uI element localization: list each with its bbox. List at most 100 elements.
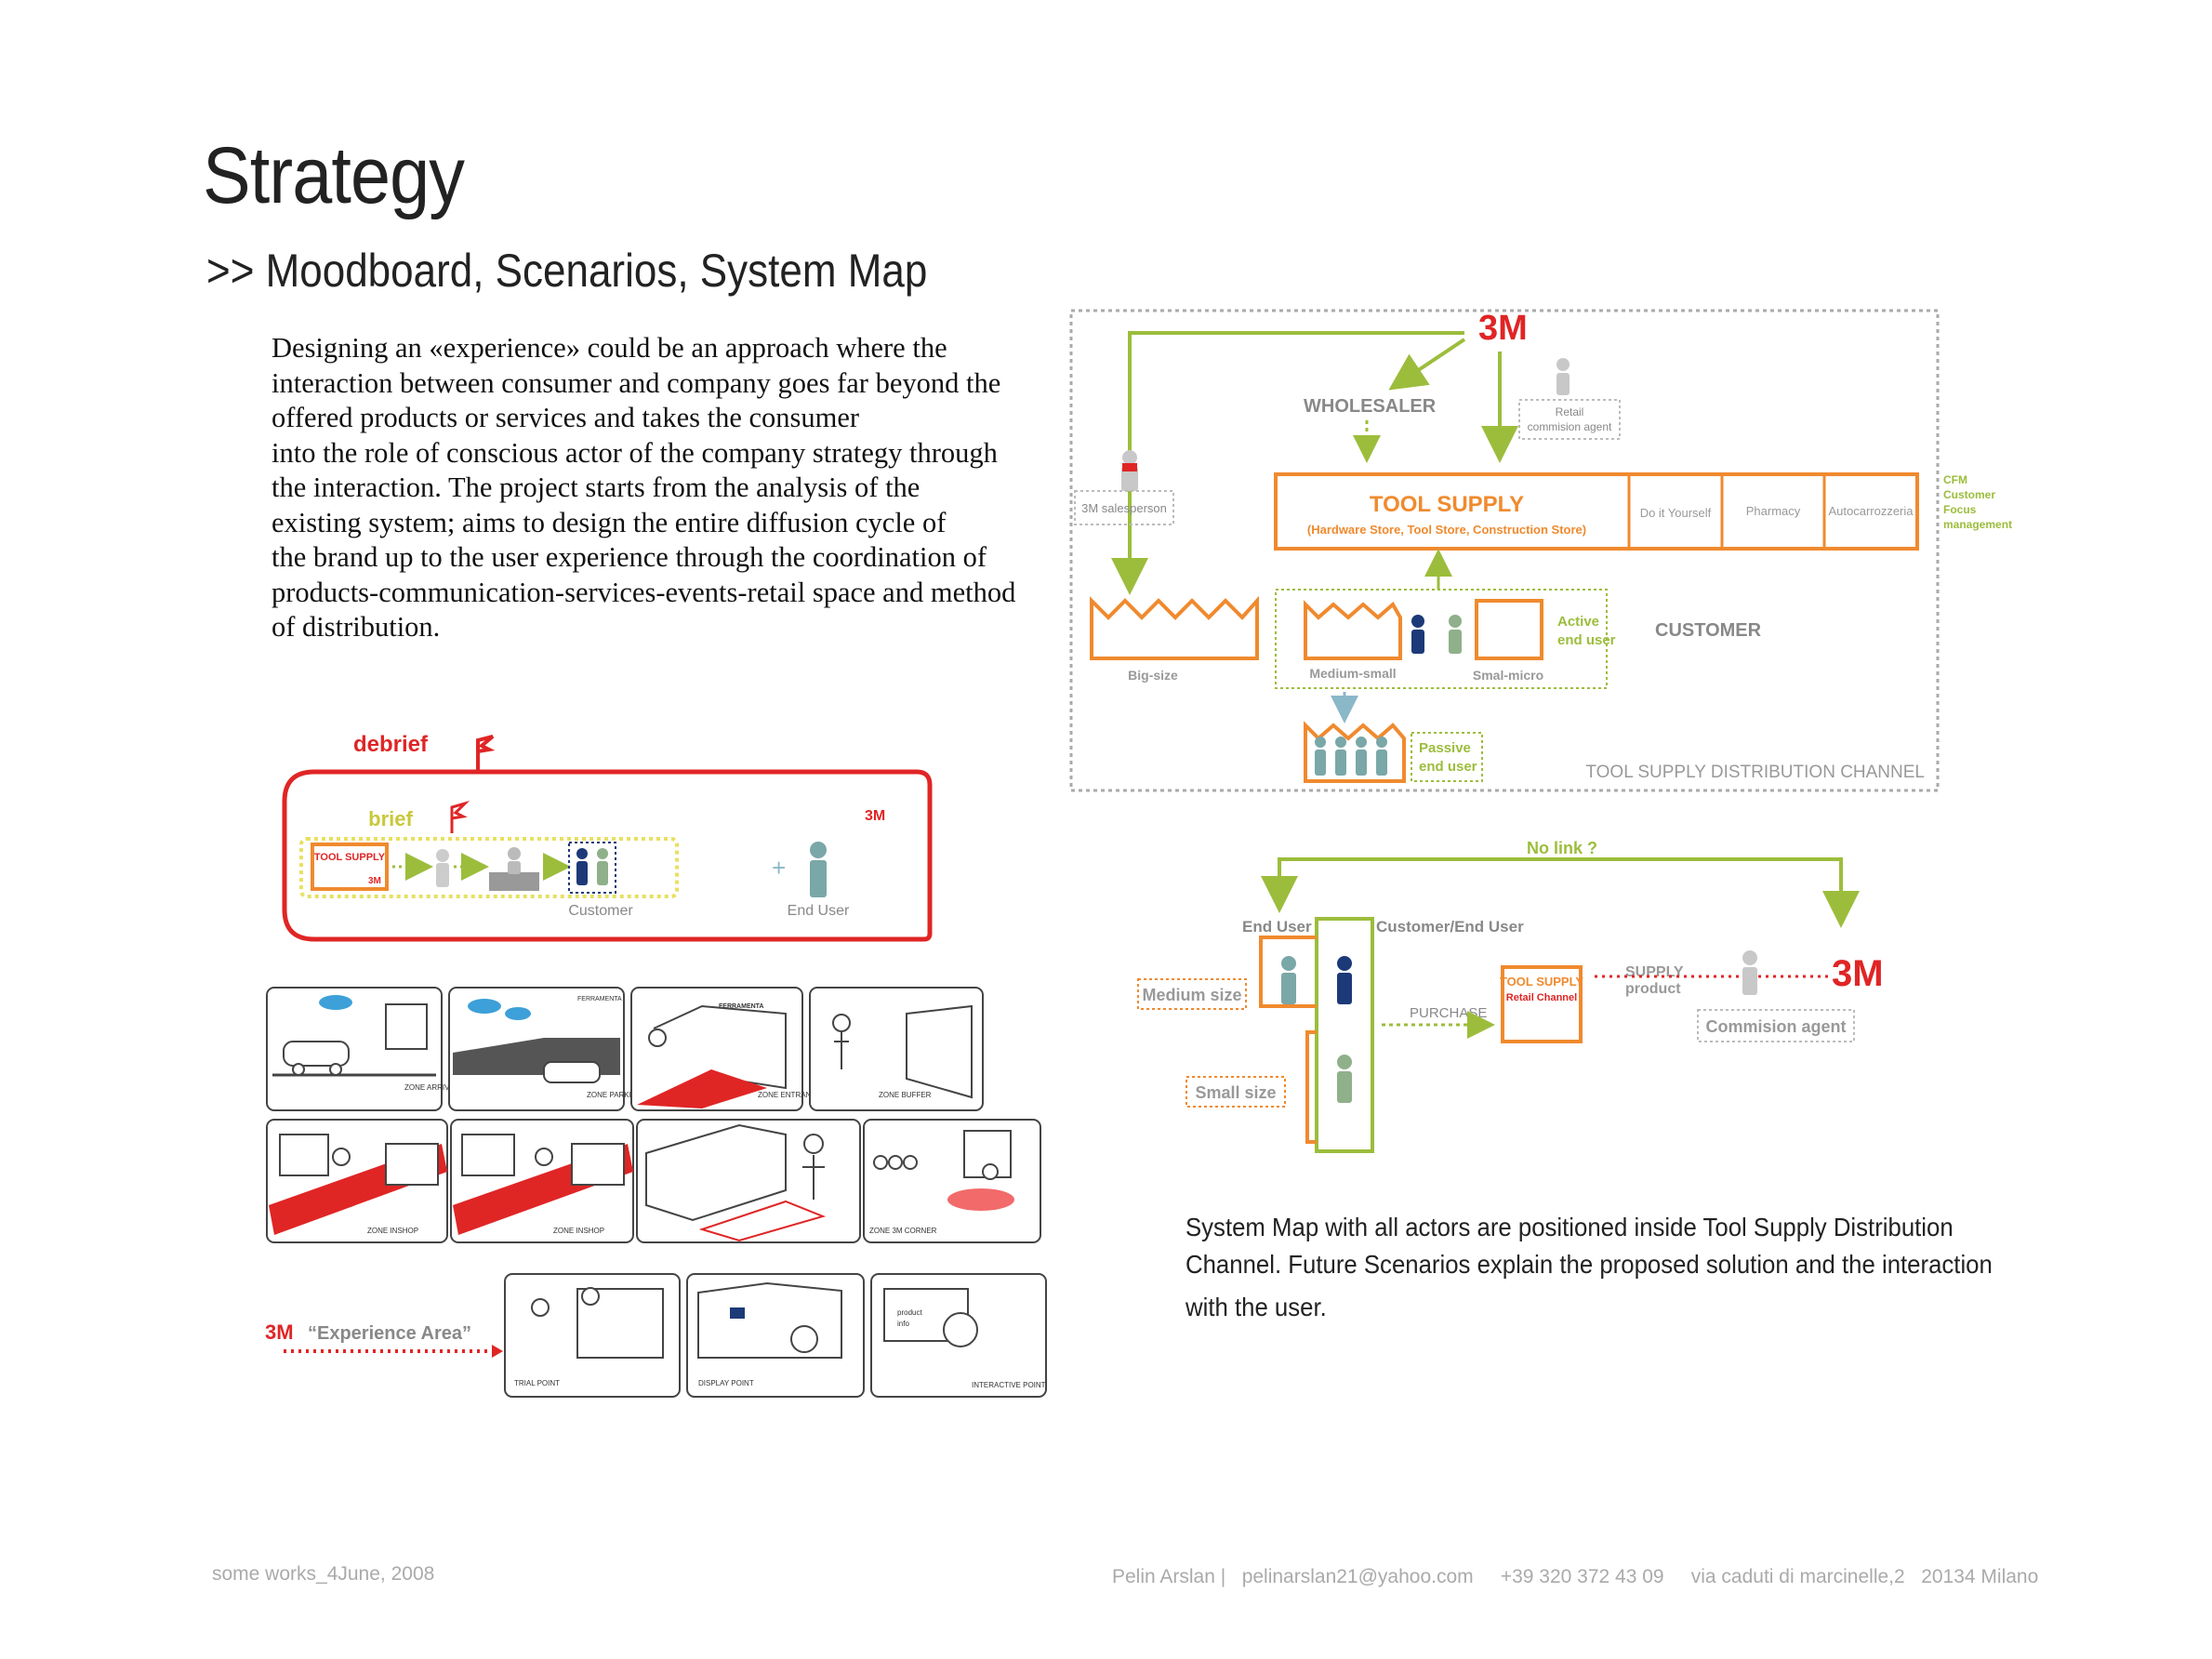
channel-pharmacy: Pharmacy (1746, 504, 1801, 518)
panel-label: DISPLAY POINT (698, 1379, 754, 1387)
future-scenario-map: No link ? End User Customer/End User Med… (1137, 839, 1884, 1153)
caption-line: with the user. (1185, 1293, 1327, 1321)
panel-display (636, 1119, 861, 1243)
store-passive-icon (1304, 721, 1406, 783)
medium-small-label: Medium-small (1309, 666, 1396, 681)
retail-agent-label: commision agent (1528, 420, 1612, 433)
medium-size-label: Medium size (1142, 986, 1241, 1004)
counter-icon (489, 872, 539, 891)
brief-tool-supply-box (311, 843, 389, 891)
customer-group-box (1275, 589, 1608, 689)
brief-end-user-label: End User (788, 903, 850, 919)
panel-trial-point: TRIAL POINT (504, 1273, 681, 1398)
experience-3m-logo: 3M (265, 1321, 294, 1344)
cfm-label: CFM (1943, 473, 1967, 486)
agent-box (1697, 1009, 1855, 1042)
brief-label: brief (368, 807, 413, 830)
panel-zone-entrance: FERRAMENTA ZONE ENTRANCE (630, 987, 821, 1111)
intro-line: products-communication-services-events-r… (272, 576, 1016, 608)
intro-line: the interaction. The project starts from… (272, 471, 921, 503)
distribution-channel-map: 3M WHOLESALER Retail commision agent 3M … (1069, 309, 2012, 792)
no-link-arrow-right (1562, 857, 1860, 928)
page-subtitle: >> Moodboard, Scenarios, System Map (206, 245, 928, 297)
panel-zone-parking: FERRAMENTA ZONE PARKING (448, 987, 642, 1111)
panel-label: ZONE ENTRANCE (758, 1091, 821, 1099)
storyboard: ZONE ARRIVAL FERRAMENTA ZONE PARKING FER… (265, 987, 1047, 1398)
experience-arrow-head (492, 1345, 503, 1358)
smal-micro-label: Smal-micro (1473, 668, 1543, 683)
brief-tool-supply-label: TOOL SUPPLY (314, 852, 386, 863)
small-size-label: Small size (1195, 1083, 1276, 1102)
brief-3m-label: 3M (368, 876, 381, 886)
panel-label: TRIAL POINT (514, 1379, 560, 1387)
cfm-label: Customer (1943, 488, 1995, 501)
panel-zone-inshop: ZONE INSHOP (266, 1119, 448, 1243)
brief-plus-icon: + (772, 854, 786, 882)
person-icon (1411, 615, 1424, 654)
tool-supply-label: TOOL SUPPLY (1370, 492, 1524, 517)
customer-end-user-label: Customer/End User (1376, 918, 1524, 936)
medium-size-box (1137, 978, 1247, 1010)
agent-label: Commision agent (1705, 1017, 1846, 1036)
panel-label: ZONE ARRIVAL (404, 1083, 458, 1092)
intro-paragraph: Designing an «experience» could be an ap… (272, 331, 1043, 645)
arrow-to-salesperson (1111, 331, 1464, 595)
store-small-icon (1475, 599, 1543, 660)
panel-interactive-point: product info INTERACTIVE POINT (870, 1273, 1047, 1398)
end-user-label: End User (1242, 918, 1312, 936)
purchase-label: PURCHASE (1410, 1005, 1487, 1021)
brand-logo: 3M (1478, 309, 1528, 348)
big-size-label: Big-size (1128, 668, 1178, 683)
footer-date: some works_4June, 2008 (212, 1563, 435, 1585)
store-big-icon (1090, 595, 1259, 660)
intro-line: interaction between consumer and company… (272, 366, 1001, 399)
page-title: Strategy (203, 131, 465, 220)
ferramenta-label: FERRAMENTA (577, 996, 622, 1002)
product-label: product (1625, 981, 1681, 997)
cfm-label: Focus (1943, 503, 1977, 516)
product-info-label: info (897, 1320, 909, 1328)
panel-label: ZONE INSHOP (367, 1227, 418, 1235)
channel-footer-label: TOOL SUPPLY DISTRIBUTION CHANNEL (1585, 763, 1925, 782)
brief-customer-label: Customer (568, 903, 633, 919)
end-user-icon (1281, 956, 1296, 1004)
active-user-label: Active (1557, 614, 1599, 630)
panel-label: ZONE PARKING (587, 1091, 642, 1099)
brief-frame (299, 837, 679, 898)
ferramenta-label: FERRAMENTA (719, 1003, 763, 1010)
panel-label: ZONE INSHOP (553, 1227, 604, 1235)
panel-label: INTERACTIVE POINT (972, 1381, 1046, 1389)
intro-line: into the role of conscious actor of the … (272, 436, 998, 469)
intro-line: offered products or services and takes t… (272, 402, 860, 433)
passive-label: end user (1419, 759, 1477, 775)
agent-icon (1742, 950, 1757, 995)
customer-frame (1315, 917, 1374, 1153)
salesperson-icon (436, 849, 449, 887)
customer-box (568, 842, 616, 894)
brief-debrief-diagram: debrief brief TOOL SUPPLY 3M Customer + … (282, 732, 933, 942)
end-user-icon (810, 842, 827, 897)
retail-channel-box (1501, 965, 1583, 1043)
product-info-label: product (897, 1308, 922, 1317)
end-user-frame (1259, 936, 1317, 1008)
wholesaler-label: WHOLESALER (1304, 396, 1437, 417)
small-user-frame (1305, 1030, 1317, 1144)
panel-zone-3m-corner: ZONE 3M CORNER (863, 1119, 1041, 1243)
channel-autocarrozzeria: Autocarrozzeria (1828, 504, 1914, 518)
debrief-label: debrief (353, 732, 429, 757)
debrief-flag-icon (476, 735, 496, 770)
retail-tool-supply-label: TOOL SUPPLY (1500, 975, 1583, 989)
footer-contact: Pelin Arslan | pelinarslan21@yahoo.com +… (1112, 1566, 2039, 1587)
panel-zone-arrival: ZONE ARRIVAL (266, 987, 458, 1111)
panel-zone-inshop-2: ZONE INSHOP (450, 1119, 634, 1243)
caption-line: System Map with all actors are positione… (1185, 1213, 1954, 1241)
no-link-arrow-left (1261, 857, 1562, 913)
person-icon (576, 848, 588, 885)
panel-label: ZONE BUFFER (879, 1091, 932, 1099)
caption-line: Channel. Future Scenarios explain the pr… (1185, 1250, 1993, 1279)
future-brand-logo: 3M (1832, 953, 1884, 994)
person-icon (597, 848, 608, 885)
cfm-label: management (1943, 518, 2012, 531)
clerk-icon (508, 847, 521, 874)
retail-agent-label: Retail (1556, 405, 1584, 418)
